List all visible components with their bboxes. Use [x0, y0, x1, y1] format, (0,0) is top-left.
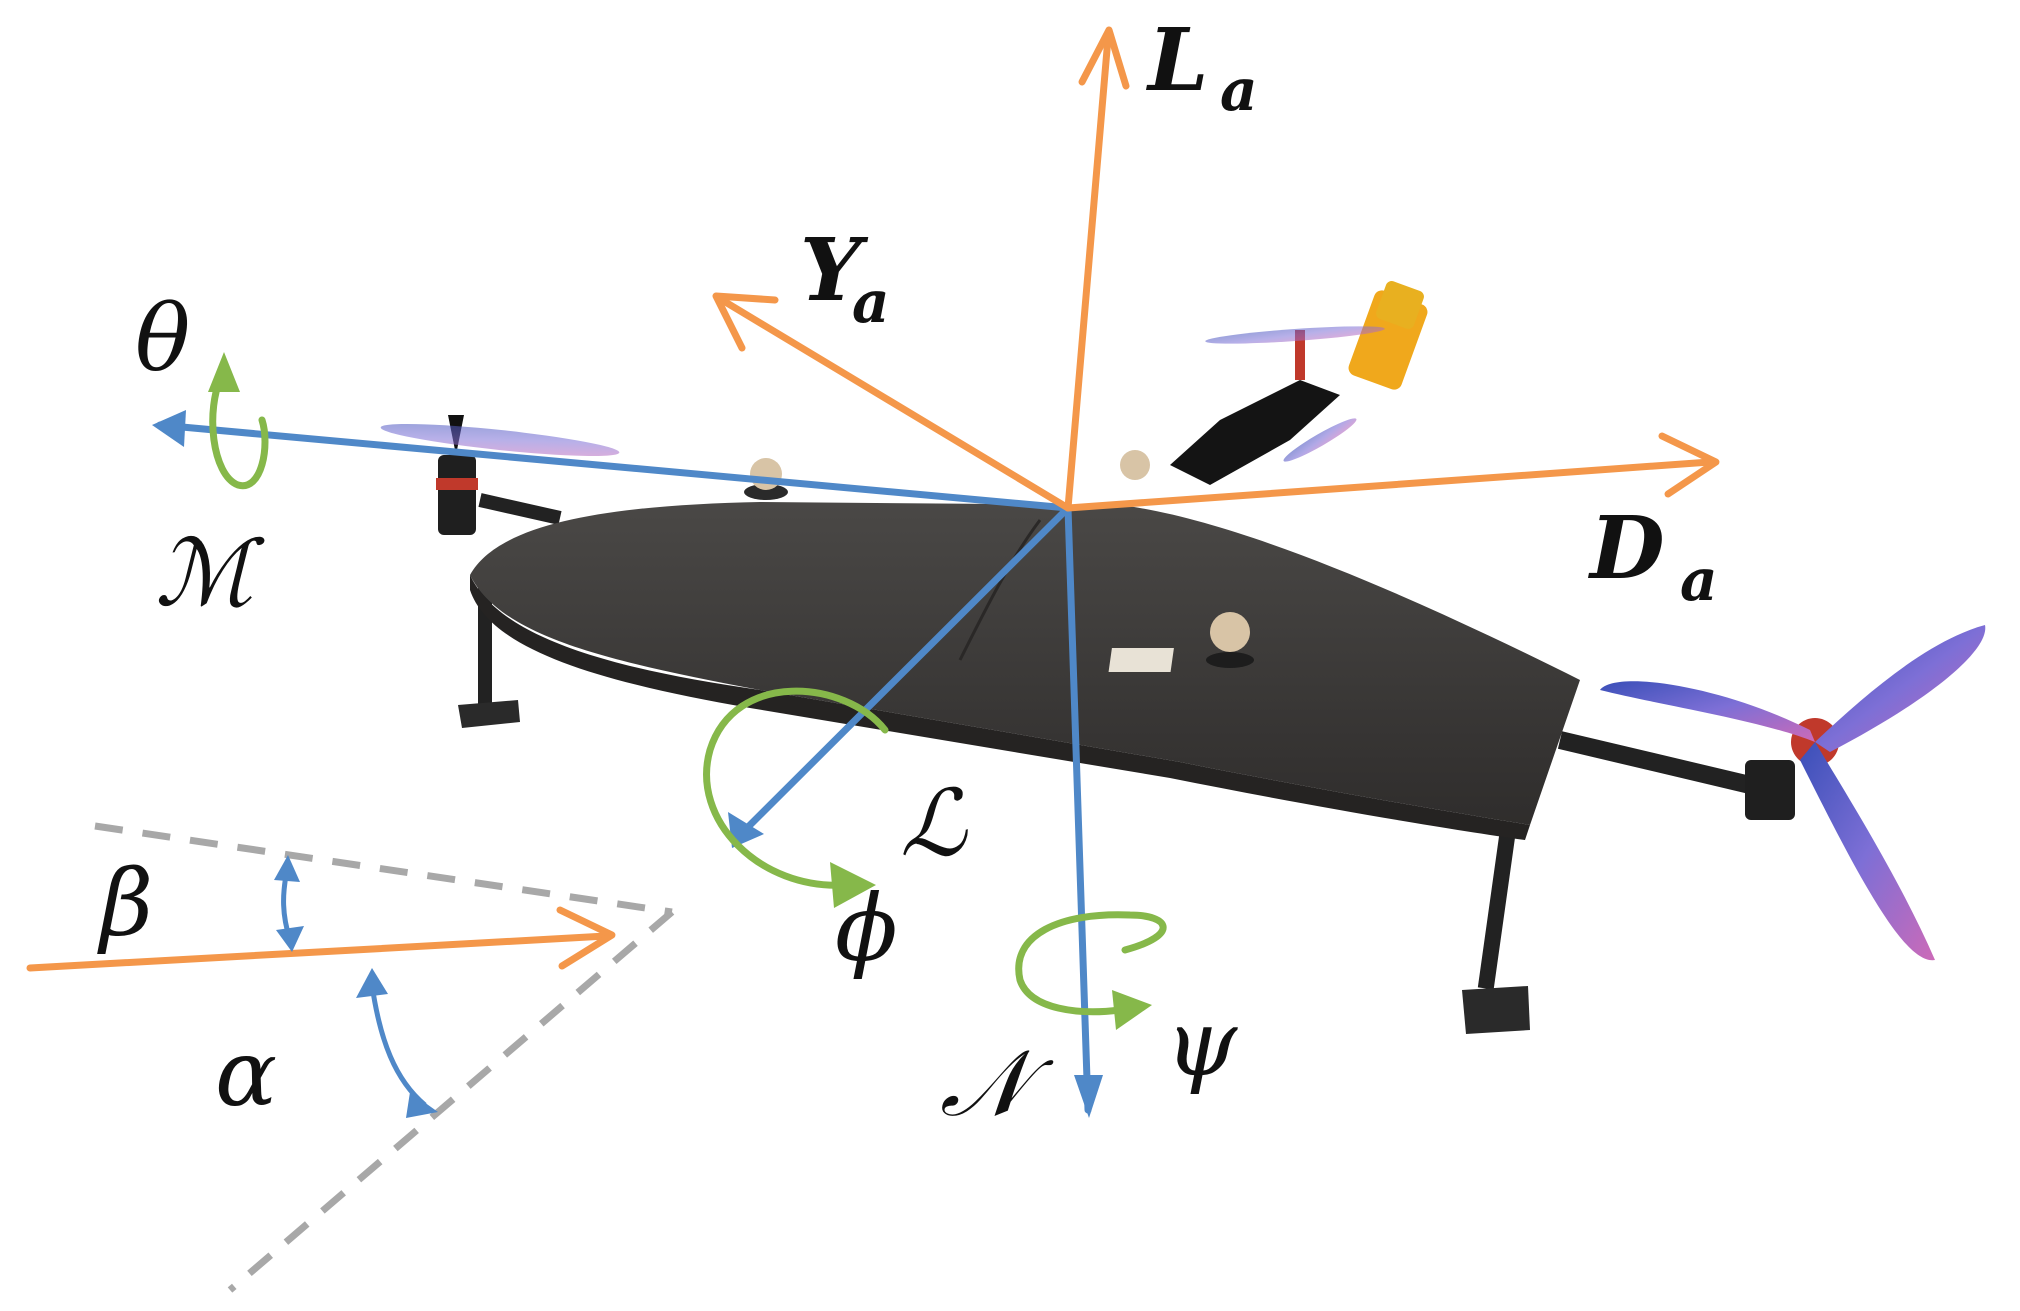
pitch-rotation-arrow — [209, 371, 269, 490]
drag-vector — [1064, 458, 1714, 512]
lift-vector — [1064, 34, 1112, 512]
label-beta: β — [97, 850, 153, 957]
yaw-rotation-arrow — [1015, 911, 1167, 1016]
body-x-axis — [156, 421, 1072, 512]
label-side-force-sub: a — [852, 268, 890, 336]
landing-leg-right — [1462, 828, 1530, 1034]
label-drag-sub: a — [1680, 546, 1718, 614]
label-pitch-moment: ℳ — [155, 520, 265, 627]
label-lift: L — [1145, 10, 1208, 111]
aero-forces — [712, 26, 1720, 512]
aircraft — [380, 281, 1986, 1034]
label-lift-sub: a — [1220, 56, 1258, 124]
airflow-vector — [26, 932, 610, 972]
label-drag: D — [1587, 498, 1665, 599]
labels: L a Y a D a θ ℳ ℒ ϕ 𝒩 ψ β α — [97, 10, 1718, 1137]
label-phi: ϕ — [835, 875, 898, 982]
label-alpha: α — [215, 1020, 277, 1127]
label-theta: θ — [135, 285, 190, 392]
motor-left — [380, 415, 620, 535]
label-yaw-moment: 𝒩 — [940, 1030, 1054, 1137]
reference-line-upper — [94, 822, 673, 916]
mocap-marker-nose — [1120, 450, 1150, 480]
avionics — [1170, 281, 1428, 485]
label-side-force: Y — [800, 220, 869, 321]
flying-wing — [470, 502, 1580, 825]
reference-line-lower — [227, 909, 675, 1293]
side-force-vector — [718, 296, 1072, 512]
incidence-angles — [26, 822, 675, 1293]
mocap-marker-center — [1108, 612, 1254, 672]
label-roll-moment: ℒ — [900, 770, 968, 877]
roll-rotation-arrow — [703, 687, 889, 889]
rotation-arrows — [208, 352, 1167, 1030]
alpha-arc — [369, 984, 427, 1107]
motor-right — [1557, 625, 1986, 961]
body-y-axis — [741, 504, 1072, 834]
label-psi: ψ — [1165, 990, 1238, 1097]
